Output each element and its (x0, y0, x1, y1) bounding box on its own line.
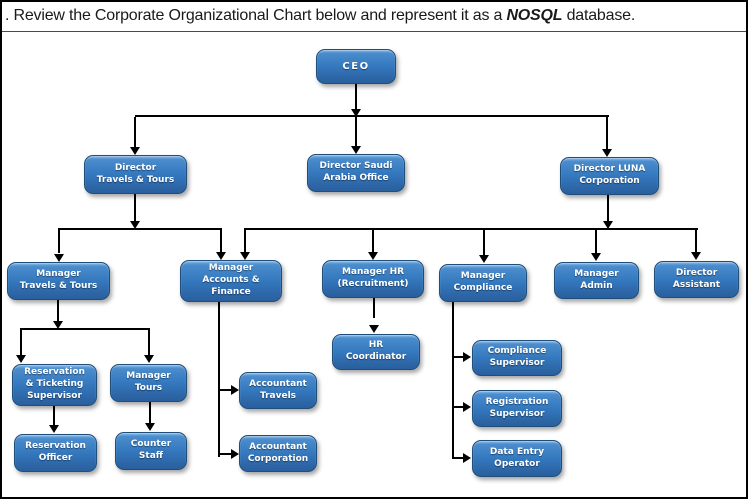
connector-line (454, 457, 464, 459)
org-node-label: Director Travels & Tours (96, 162, 175, 185)
org-node-label: Counter Staff (130, 439, 172, 461)
connector-line (373, 298, 375, 318)
org-node-dir-assistant: Director Assistant (654, 261, 739, 298)
org-node-label: Manager Accounts & Finance (202, 263, 260, 297)
connector-line (220, 389, 232, 391)
title-suffix: database. (562, 7, 636, 24)
connector-line (355, 84, 357, 109)
connector-arrowhead-down (130, 147, 140, 155)
org-node-dir-luna: Director LUNA Corporation (560, 157, 659, 195)
connector-line (595, 230, 597, 254)
org-chart: CEO Director Travels & Tours Director Saud… (2, 33, 746, 497)
connector-line (452, 302, 454, 459)
org-node-dir-travels: Director Travels & Tours (84, 155, 187, 194)
connector-arrowhead-down (351, 146, 361, 154)
org-node-label: Manager Travels & Tours (19, 269, 98, 291)
org-node-mgr-hr: Manager HR (Recruitment) (322, 260, 424, 298)
connector-line (134, 194, 136, 221)
org-node-rt-supervisor: Reservation & Ticketing Supervisor (12, 364, 97, 406)
org-node-label: Director Saudi Arabia Office (319, 161, 393, 183)
connector-arrowhead-down (240, 252, 250, 260)
connector-line (218, 302, 220, 457)
org-node-label: Accountant Corporation (247, 441, 309, 464)
connector-arrowhead-down (591, 253, 601, 261)
org-node-comp-supervisor: Compliance Supervisor (472, 340, 562, 376)
connector-arrowhead-down (368, 252, 378, 260)
org-node-ceo: CEO (316, 49, 396, 84)
connector-line (135, 115, 609, 117)
connector-arrowhead-down (603, 221, 613, 229)
connector-line (483, 230, 485, 256)
org-node-counter-staff: Counter Staff (115, 432, 187, 470)
org-node-label: Director Assistant (672, 267, 721, 290)
title-emphasis: NOSQL (506, 7, 563, 24)
org-node-mgr-compliance: Manager Compliance (439, 264, 527, 302)
connector-line (58, 228, 222, 230)
org-node-data-entry: Data Entry Operator (472, 440, 562, 477)
org-node-label: Director LUNA Corporation (573, 164, 646, 186)
org-node-label: Reservation & Ticketing Supervisor (24, 367, 85, 401)
org-node-label: Manager HR (Recruitment) (337, 267, 409, 289)
connector-line (695, 230, 697, 253)
connector-line (220, 230, 222, 252)
connector-line (20, 330, 22, 355)
connector-line (244, 230, 246, 252)
connector-line (57, 300, 59, 321)
org-node-dir-saudi: Director Saudi Arabia Office (307, 154, 405, 192)
connector-arrowhead-down (145, 423, 155, 431)
org-node-label: Data Entry Operator (489, 446, 545, 469)
connector-arrowhead-right (463, 402, 471, 412)
connector-arrowhead-right (231, 449, 239, 459)
connector-arrowhead-down (369, 325, 379, 333)
org-node-label: Manager Tours (126, 371, 171, 393)
org-node-label: Manager Compliance (453, 271, 513, 293)
org-node-label: Registration Supervisor (485, 396, 549, 419)
connector-arrowhead-right (463, 453, 471, 463)
org-node-reg-supervisor: Registration Supervisor (472, 390, 562, 427)
connector-arrowhead-down (691, 252, 701, 260)
org-node-label: Accountant Travels (249, 378, 307, 401)
org-node-acc-travels: Accountant Travels (239, 372, 317, 409)
connector-line (454, 356, 464, 358)
connector-arrowhead-down (130, 221, 140, 229)
connector-arrowhead-down (216, 252, 226, 260)
connector-arrowhead-down (479, 255, 489, 263)
org-node-label: CEO (342, 61, 370, 72)
connector-arrowhead-right (463, 352, 471, 362)
connector-line (606, 117, 608, 149)
connector-line (134, 117, 136, 147)
org-node-label: HR Coordinator (345, 340, 407, 362)
connector-line (454, 406, 464, 408)
connector-arrowhead-down (16, 355, 26, 363)
connector-line (607, 195, 609, 221)
connector-arrowhead-down (53, 321, 63, 329)
org-node-acc-corp: Accountant Corporation (239, 435, 317, 472)
connector-arrowhead-down (49, 425, 59, 433)
org-node-label: Compliance Supervisor (487, 346, 547, 368)
connector-line (53, 406, 55, 425)
org-node-mgr-tours: Manager Tours (110, 364, 187, 402)
connector-arrowhead-down (351, 109, 361, 117)
org-node-mgr-admin: Manager Admin (554, 262, 639, 299)
org-node-label: Manager Admin (574, 268, 619, 291)
connector-arrowhead-down (54, 254, 64, 262)
connector-arrowhead-down (602, 149, 612, 157)
connector-line (220, 453, 232, 455)
connector-arrowhead-right (231, 385, 239, 395)
connector-line (372, 230, 374, 252)
connector-arrowhead-down (144, 355, 154, 363)
org-node-res-officer: Reservation Officer (14, 434, 97, 472)
connector-line (244, 228, 698, 230)
connector-line (148, 330, 150, 355)
org-node-label: Reservation Officer (25, 441, 86, 463)
org-node-mgr-accounts: Manager Accounts & Finance (180, 260, 282, 302)
connector-line (355, 117, 357, 146)
connector-line (58, 230, 60, 253)
connector-line (20, 328, 150, 330)
page-title: . Review the Corporate Organizational Ch… (2, 2, 746, 32)
org-node-mgr-travels: Manager Travels & Tours (7, 262, 110, 300)
org-node-hr-coord: HR Coordinator (332, 334, 420, 370)
connector-line (149, 402, 151, 423)
title-prefix: . Review the Corporate Organizational Ch… (5, 7, 507, 24)
